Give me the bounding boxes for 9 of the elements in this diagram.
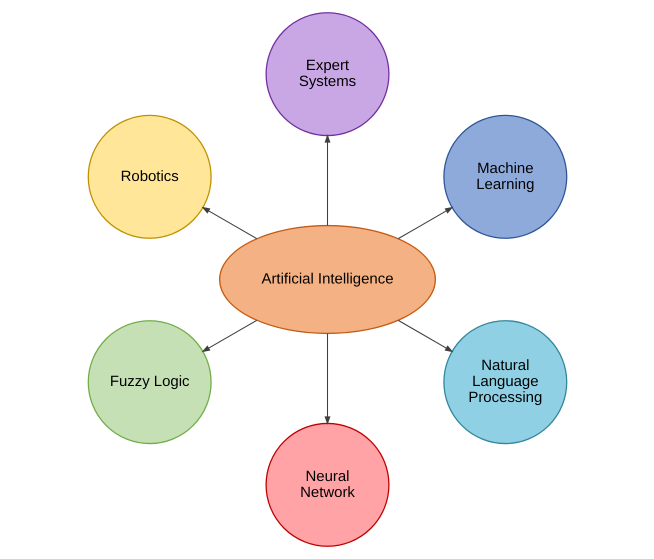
arrow [398, 320, 453, 352]
arrow [324, 134, 330, 226]
arrow [201, 320, 256, 352]
node-circle: Expert Systems [264, 12, 390, 136]
node-ellipse: Artificial Intelligence [218, 224, 436, 334]
arrow [324, 333, 330, 425]
arrow [398, 206, 453, 240]
arrow [201, 206, 256, 240]
node-circle: Neural Network [264, 422, 390, 547]
